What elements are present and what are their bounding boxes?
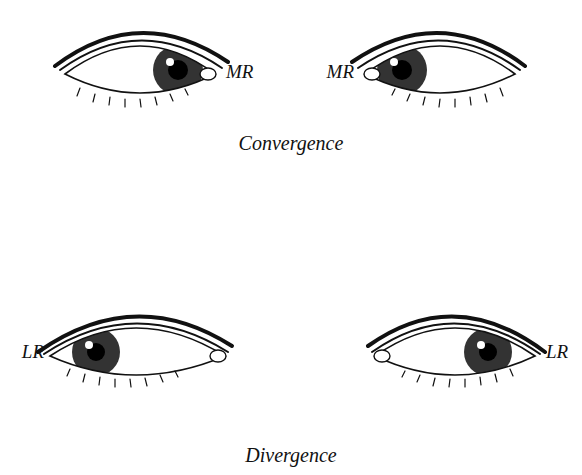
- caption-label: Divergence: [245, 444, 336, 466]
- eye-right-divergence: [368, 316, 545, 387]
- muscle-label: LR: [546, 342, 568, 363]
- caption-label: Convergence: [239, 132, 344, 154]
- eye-left-divergence: [38, 316, 232, 387]
- eye-right-convergence: [352, 33, 525, 107]
- muscle-label: LR: [22, 342, 44, 363]
- muscle-label: MR: [327, 62, 354, 83]
- muscle-label: MR: [226, 62, 253, 83]
- eye-left-convergence: [55, 33, 228, 107]
